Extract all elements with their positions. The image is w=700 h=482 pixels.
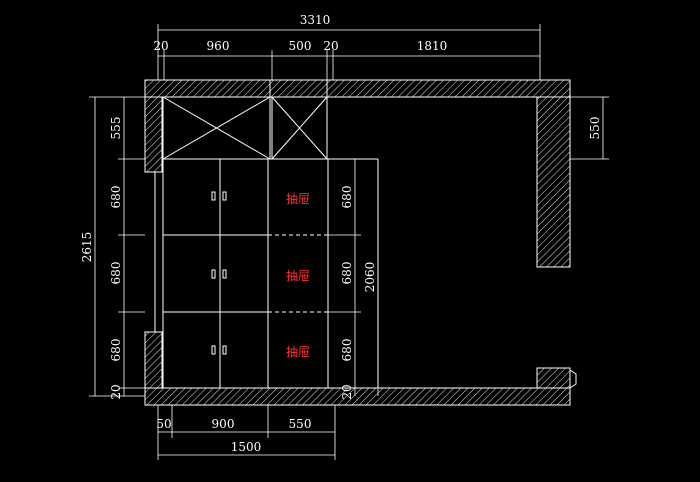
dim-top-total: 3310 xyxy=(300,13,331,27)
upper-cabinet-left-cross-b xyxy=(162,96,271,160)
handle-icon xyxy=(211,269,216,279)
dim-bottom-50: 50 xyxy=(156,417,171,431)
handle-icon xyxy=(211,191,216,201)
dim-inner-2060: 2060 xyxy=(363,262,377,293)
dim-left-555: 555 xyxy=(109,117,123,140)
right-wall-upper xyxy=(536,96,571,268)
right-wall-lower xyxy=(536,367,571,389)
handle-icon xyxy=(222,269,227,279)
dim-top-960: 960 xyxy=(207,39,230,53)
drawer-label-2: 抽屉 xyxy=(286,269,310,283)
dim-left-680-c: 680 xyxy=(109,339,123,362)
dimension-lines xyxy=(89,24,609,460)
upper-cabinet-right-cross-b xyxy=(271,96,328,160)
dim-left-680-a: 680 xyxy=(109,186,123,209)
handle-icon xyxy=(211,345,216,355)
dim-top-20-mid: 20 xyxy=(323,39,338,53)
dim-inner-20: 20 xyxy=(340,384,354,399)
bottom-wall xyxy=(144,387,571,406)
dim-bottom-900: 900 xyxy=(212,417,235,431)
dim-inner-680-b: 680 xyxy=(340,262,354,285)
door-handles xyxy=(211,191,227,355)
drawer-labels: 抽屉 抽屉 抽屉 xyxy=(286,192,310,359)
door-jamb xyxy=(569,369,577,389)
handle-icon xyxy=(222,191,227,201)
dim-top-20-left: 20 xyxy=(153,39,168,53)
dim-left-20: 20 xyxy=(109,384,123,399)
dimension-labels: 3310 20 960 500 20 1810 555 680 680 680 … xyxy=(80,13,602,454)
drawer-label-1: 抽屉 xyxy=(286,192,310,206)
dim-top-500: 500 xyxy=(289,39,312,53)
dim-bottom-550: 550 xyxy=(289,417,312,431)
walls xyxy=(144,79,577,406)
dim-left-680-b: 680 xyxy=(109,262,123,285)
left-wall xyxy=(144,96,163,173)
dim-inner-680-c: 680 xyxy=(340,339,354,362)
drawer-label-3: 抽屉 xyxy=(286,345,310,359)
handle-icon xyxy=(222,345,227,355)
dim-left-total: 2615 xyxy=(80,232,94,263)
dim-bottom-total: 1500 xyxy=(231,440,262,454)
left-wall-lower xyxy=(144,331,163,389)
dim-top-1810: 1810 xyxy=(417,39,448,53)
dim-inner-680-a: 680 xyxy=(340,186,354,209)
lower-cabinet-body xyxy=(162,158,329,389)
top-wall xyxy=(144,79,571,98)
dim-right-550: 550 xyxy=(588,117,602,140)
